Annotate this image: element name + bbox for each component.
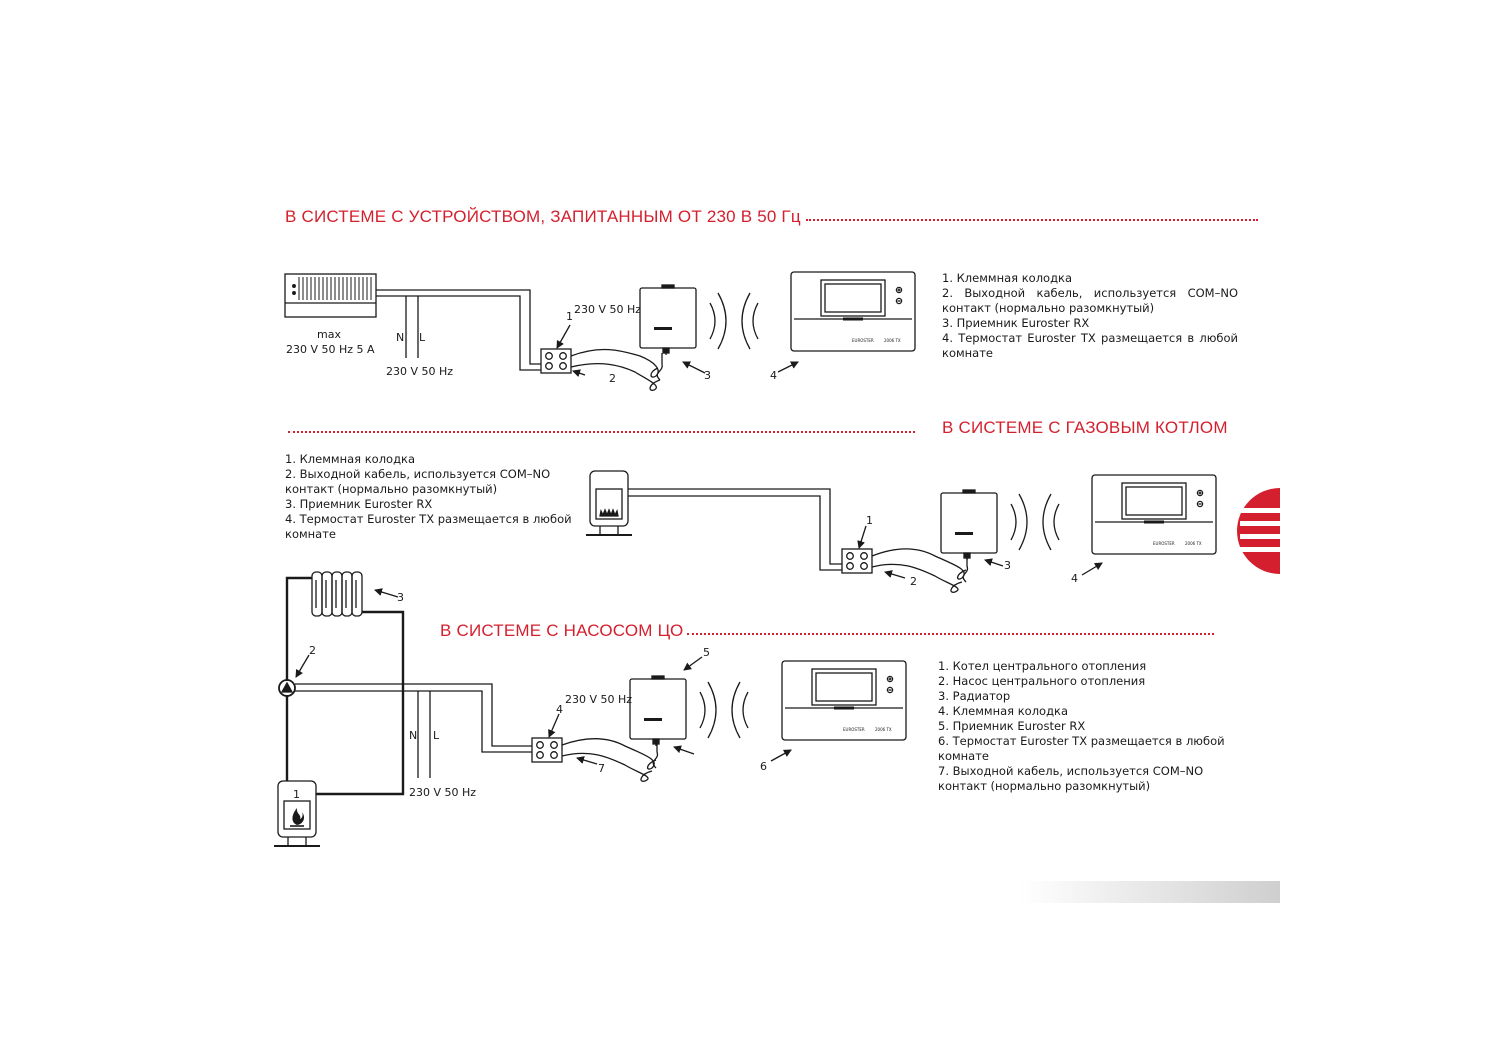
callout-4: 4 [770,369,777,382]
section-title-ch-pump: В СИСТЕМЕ С НАСОСОМ ЦО [440,621,684,640]
legend-item: 2. Насос центрального отопления [938,674,1146,688]
callout-4: 4 [1071,572,1078,585]
legend-item: 4. Клеммная колодка [938,704,1069,718]
callout-5: 5 [703,646,710,659]
label-device-rating: 230 V 50 Hz 5 A [286,343,375,356]
radio-waves-icon [1010,493,1060,551]
receiver-rx-icon [940,489,998,561]
callout-6: 6 [760,760,767,773]
label-neutral: N [409,729,417,742]
callout-3: 3 [397,591,404,604]
callout-3: 3 [1004,559,1011,572]
callout-1: 1 [293,788,300,801]
thermostat-brand: EUROSTER [843,727,865,732]
gas-boiler-icon [586,470,632,536]
legend-item: 2. Выходной кабель, используется COM–NO … [942,286,1238,315]
terminal-block-icon [841,548,873,574]
legend-item: 4. Термостат Euroster TX размещается в л… [285,512,572,541]
label-max: max [317,328,341,341]
brand-badge [1237,488,1280,574]
thermostat-model: 2006 TX [875,727,892,732]
receiver-rx-icon [639,284,697,356]
section2-diagram: EUROSTER 2006 TX [586,470,1217,593]
legend-item: 4. Термостат Euroster TX размещается в л… [942,331,1238,360]
callout-3: 3 [704,369,711,382]
pump-icon [278,679,296,697]
section1-diagram: EUROSTER 2006 TX [284,271,916,391]
legend-gas-boiler: 1. Клеммная колодка 2. Выходной кабель, … [285,452,575,542]
section3-diagram: EUROSTER 2006 TX [274,571,907,847]
section-title-powered-device: В СИСТЕМЕ С УСТРОЙСТВОМ, ЗАПИТАННЫМ ОТ 2… [285,207,801,226]
legend-item: 1. Клеммная колодка [942,271,1073,285]
label-neutral: N [396,331,404,344]
legend-item: 3. Радиатор [938,689,1011,703]
callout-2: 2 [910,575,917,588]
callout-1: 1 [866,514,873,527]
label-mains: 230 V 50 Hz [574,303,641,316]
legend-powered-device: 1. Клеммная колодка 2. Выходной кабель, … [942,271,1238,361]
label-mains: 230 V 50 Hz [565,693,632,706]
footer-gradient-bar [1020,881,1280,903]
legend-item: 1. Котел центрального отопления [938,659,1147,673]
legend-item: 3. Приемник Euroster RX [942,316,1090,330]
terminal-block-icon [540,348,572,374]
heater-device-icon [284,273,377,318]
callout-1: 1 [566,310,573,323]
label-mains: 230 V 50 Hz [409,786,476,799]
legend-item: 2. Выходной кабель, используется COM–NO … [285,467,551,496]
receiver-rx-icon [629,675,687,747]
label-live: L [419,331,426,344]
legend-item: 7. Выходной кабель, используется COM–NO … [938,764,1204,793]
radiator-icon [311,571,363,617]
thermostat-model: 2006 TX [1185,541,1202,546]
legend-item: 5. Приемник Euroster RX [938,719,1086,733]
thermostat-model: 2006 TX [884,338,901,343]
dotted-divider [288,431,915,433]
ch-boiler-icon [274,780,320,847]
legend-item: 3. Приемник Euroster RX [285,497,433,511]
callout-4: 4 [556,703,563,716]
callout-2: 2 [609,372,616,385]
terminal-block-icon [531,737,563,763]
legend-item: 1. Клеммная колодка [285,452,416,466]
radio-waves-icon [699,681,749,739]
thermostat-brand: EUROSTER [1153,541,1175,546]
section-title-gas-boiler: В СИСТЕМЕ С ГАЗОВЫМ КОТЛОМ [942,418,1228,437]
dotted-divider [806,219,1258,221]
callout-7: 7 [598,762,605,775]
callout-2: 2 [309,644,316,657]
label-live: L [433,729,440,742]
radio-waves-icon [709,292,759,350]
legend-item: 6. Термостат Euroster TX размещается в л… [938,734,1225,763]
dotted-divider [687,633,1214,635]
label-mains: 230 V 50 Hz [386,365,453,378]
legend-ch-pump: 1. Котел центрального отопления 2. Насос… [938,659,1228,794]
thermostat-brand: EUROSTER [852,338,874,343]
